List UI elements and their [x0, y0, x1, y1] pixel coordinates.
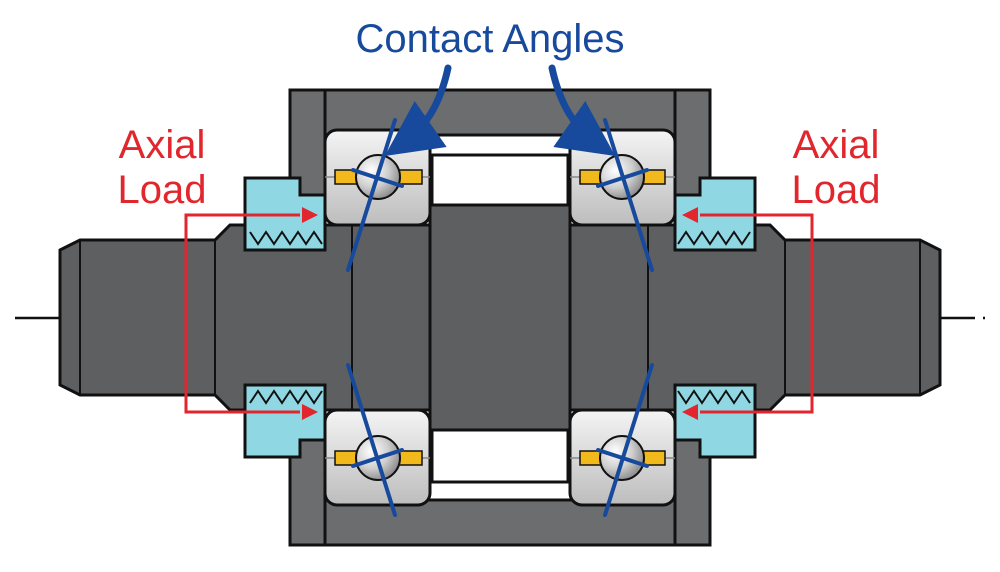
- axial-load-arrows-right: [682, 207, 814, 420]
- left-locknut: [243, 176, 327, 459]
- axial-load-arrows-left: [184, 207, 318, 420]
- shaft: [58, 203, 942, 432]
- right-axial-label: Axial: [793, 123, 880, 167]
- left-axial-label: Axial: [119, 123, 206, 167]
- contact-angles-title: Contact Angles: [355, 17, 624, 61]
- right-locknut: [673, 176, 757, 459]
- contact-angle-pointers: [384, 64, 616, 156]
- right-load-label: Load: [792, 168, 881, 212]
- left-load-label: Load: [118, 168, 207, 212]
